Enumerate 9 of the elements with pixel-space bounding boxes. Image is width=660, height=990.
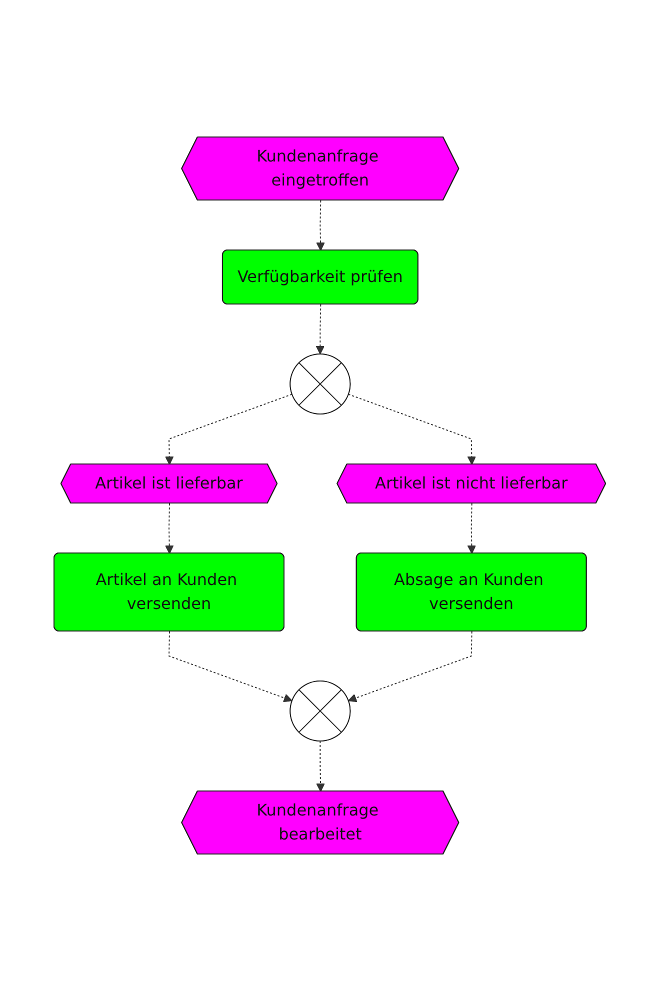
arrow (348, 393, 476, 464)
arrow (168, 630, 293, 702)
arrow (348, 630, 473, 702)
arrow (316, 200, 326, 250)
arrow (316, 740, 326, 792)
arrow (467, 502, 476, 554)
arrow (316, 304, 325, 354)
arrow (165, 393, 293, 464)
arrow (165, 502, 174, 554)
